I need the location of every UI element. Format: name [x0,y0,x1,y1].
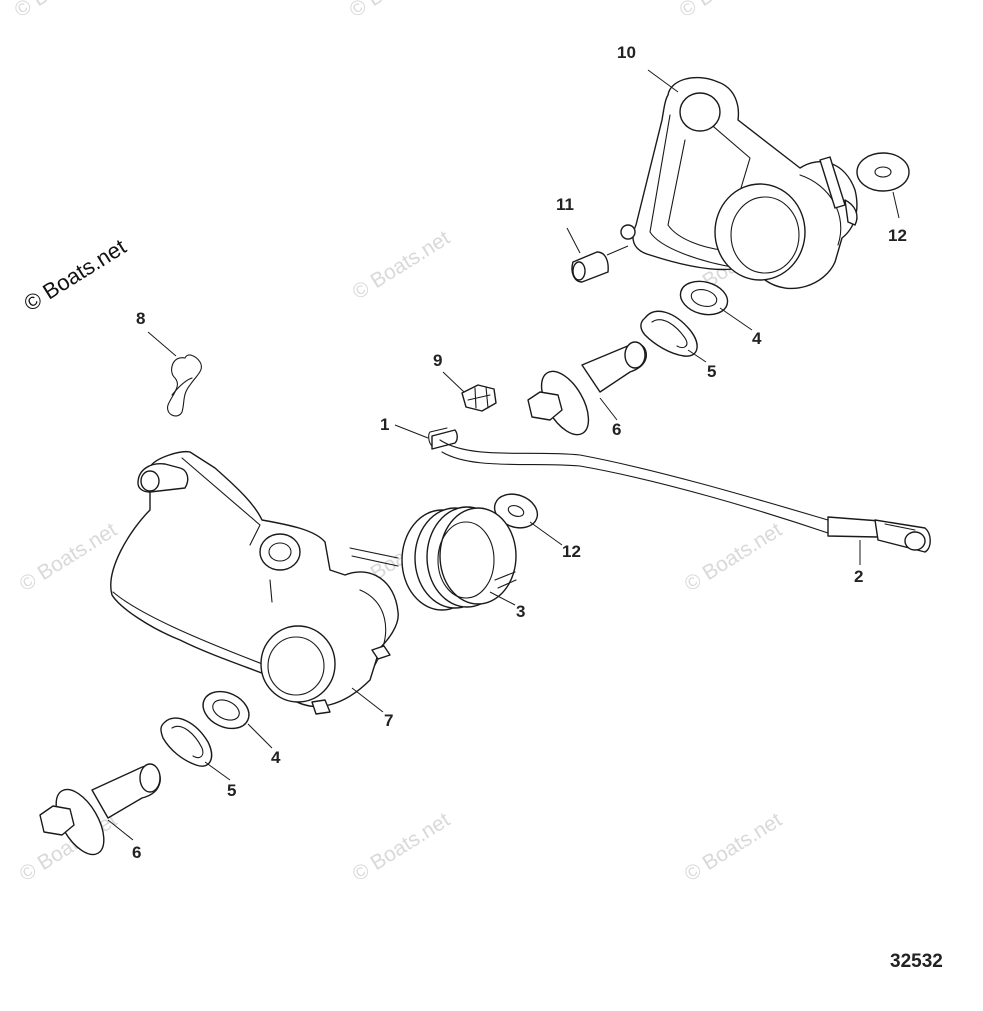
callout-6: 6 [132,843,141,862]
part-8-cotter-pin [167,354,202,417]
part-3-spring [349,506,517,611]
part-9-clip [461,384,497,412]
part-7-lower-bracket [110,451,399,715]
callout-4: 4 [752,329,762,348]
part-11-bushing [571,251,609,283]
watermark: © Boats.net [348,226,454,304]
part-6-bolt-lower [39,763,161,856]
diagram-number: 32532 [890,951,943,972]
watermark: © Boats.net [10,0,116,22]
watermark: © Boats.net [15,518,121,596]
part-1-shift-rod [428,427,829,534]
callout-6: 6 [612,420,621,439]
part-2-end-fitting [827,516,931,553]
callout-12: 12 [562,542,581,561]
part-6-bolt-upper [527,341,647,436]
callout-labels: 1 2 3 4 4 5 5 6 6 7 8 9 10 11 12 12 [132,43,907,862]
callout-10: 10 [617,43,636,62]
part-4-washer-lower [202,690,250,730]
watermark: © Boats.net [348,808,454,886]
callout-4: 4 [271,748,281,767]
callout-2: 2 [854,567,863,586]
callout-5: 5 [227,781,236,800]
callout-8: 8 [136,309,145,328]
callout-3: 3 [516,602,525,621]
watermark: © Boats.net [680,808,786,886]
callout-7: 7 [384,711,393,730]
leader-lines [107,69,900,841]
callout-9: 9 [433,351,442,370]
watermark: © Boats.net [680,518,786,596]
watermark: © Boats.net [345,0,451,22]
watermark: © Boats.net [675,0,781,22]
callout-12: 12 [888,226,907,245]
callout-11: 11 [556,195,574,214]
part-4-washer-upper [679,280,729,316]
callout-1: 1 [380,415,389,434]
copyright-text: © Boats.net [19,234,130,316]
part-10-bracket [620,76,858,290]
part-5-wave-washer-upper [640,310,698,357]
part-12-washer-lower [493,493,539,529]
part-12-washer-upper [856,152,910,192]
callout-5: 5 [707,362,716,381]
part-5-wave-washer-lower [160,717,213,767]
